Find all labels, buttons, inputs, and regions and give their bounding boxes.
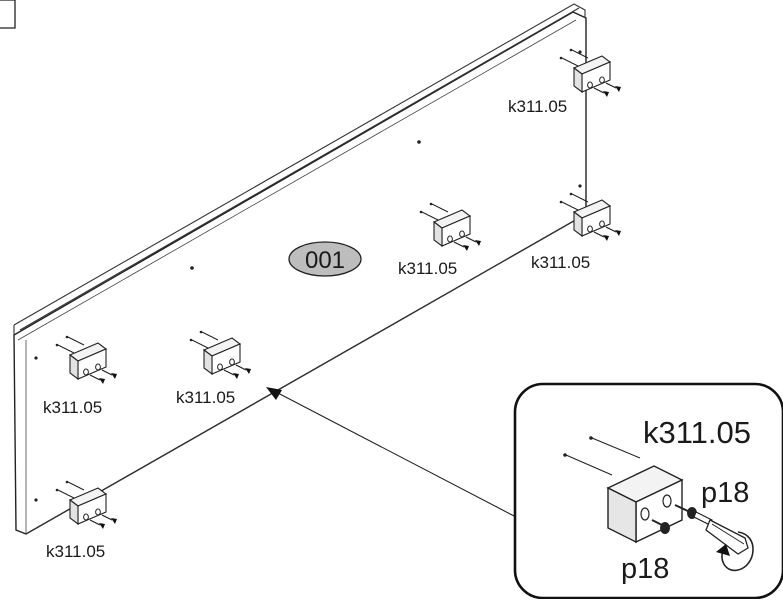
label-bracket-center: k311.05: [398, 259, 457, 278]
label-bracket-top-right: k311.05: [508, 97, 567, 116]
label-bracket-left-lower: k311.05: [46, 542, 105, 561]
corner-box: [0, 0, 16, 29]
detail-pointer-arrow: [266, 387, 517, 518]
detail-label-bracket: k311.05: [643, 415, 751, 450]
part-number-badge: 001: [288, 241, 362, 277]
label-bracket-left-upper: k311.05: [43, 398, 102, 417]
label-bracket-left-middle: k311.05: [176, 388, 235, 407]
detail-callout: k311.05 p18 p18: [513, 382, 783, 600]
detail-label-screw-top: p18: [701, 477, 749, 509]
detail-label-screw-bottom: p18: [621, 553, 669, 585]
label-bracket-middle-right: k311.05: [531, 253, 590, 272]
side-panel: [13, 3, 587, 535]
part-number-label: 001: [305, 247, 345, 274]
